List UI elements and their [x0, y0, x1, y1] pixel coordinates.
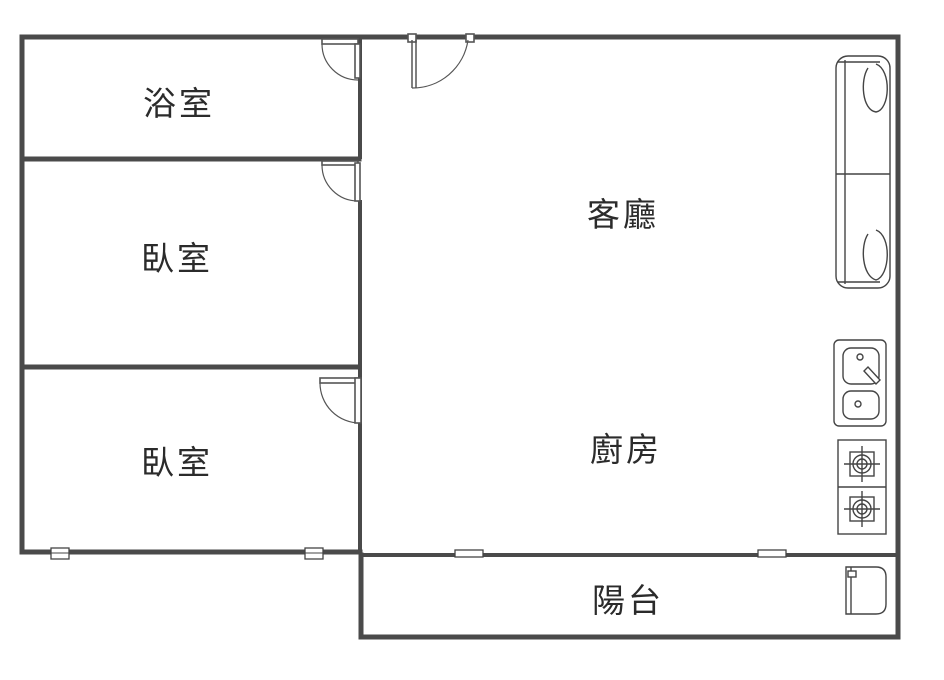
walls: [19, 34, 901, 640]
room-label-balcony: 陽台: [592, 581, 664, 620]
sofa-icon: [835, 55, 891, 289]
room-label-kitchen: 廚房: [590, 430, 662, 469]
sink-icon: [833, 339, 887, 427]
bathroom-door: [321, 38, 361, 81]
room-label-bathroom: 浴室: [143, 84, 215, 123]
entrance-door: [407, 33, 475, 89]
stove-icon: [837, 439, 887, 535]
room-label-living-room: 客廳: [587, 195, 659, 234]
burner-bottom-icon: [844, 491, 880, 527]
room-label-bedroom-1: 臥室: [141, 239, 213, 278]
bedroom-2-door: [319, 377, 362, 424]
room-label-bedroom-2: 臥室: [141, 443, 213, 482]
bedroom-1-door: [321, 160, 361, 202]
burner-top-icon: [844, 446, 880, 482]
windows: [50, 547, 787, 560]
washing-machine-icon: [845, 566, 887, 615]
